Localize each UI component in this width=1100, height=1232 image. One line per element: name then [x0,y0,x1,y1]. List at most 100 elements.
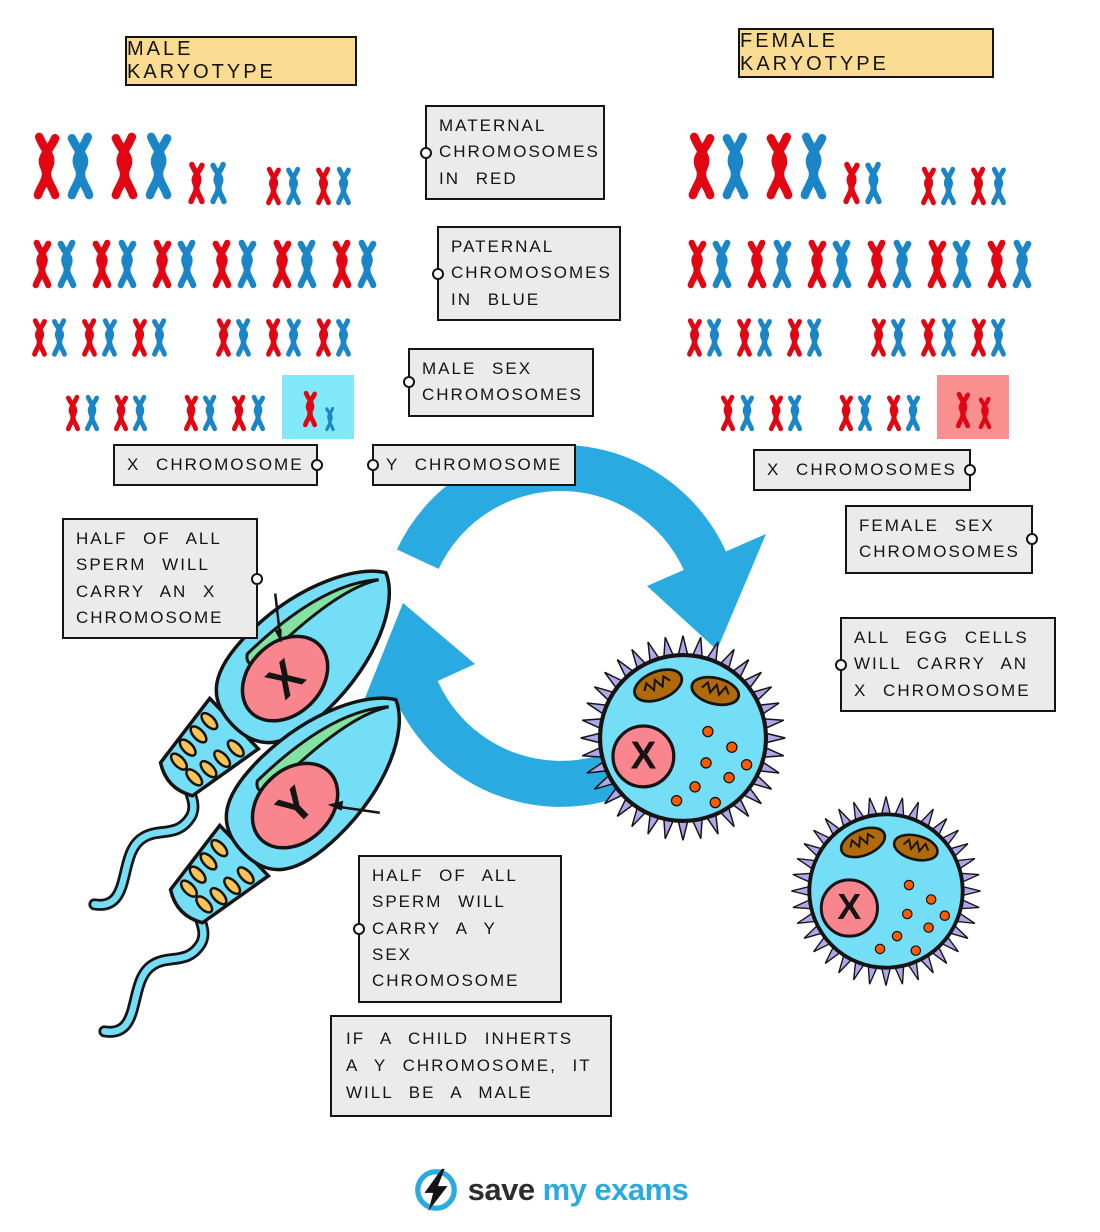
chromosome [67,132,94,200]
chromosome [857,394,873,432]
chromosome [871,318,886,357]
chromosome-pair [30,118,98,214]
chromosome [250,394,266,432]
chromosome [737,318,752,357]
tag-eyelet-icon [251,572,263,585]
chromosome-pair [837,387,875,439]
chromosome [905,394,921,432]
chromosome [113,394,129,432]
chromosome-pair [314,310,354,365]
egg-granules [670,725,753,809]
chromosome [865,161,882,205]
half-sperm-x-label: HALF OF ALL SPERM WILL CARRY AN X CHROMO… [76,529,224,628]
chromosome [336,166,351,206]
chromosome [57,239,77,289]
chromosome [286,318,301,357]
chromosome [941,166,956,206]
chromosome-pair [985,228,1035,300]
egg-cell-1: X [580,635,786,841]
female-sex-chromosomes-tag: FEMALE SEX CHROMOSOMES [845,505,1038,574]
chromosome [152,318,167,357]
chromosome-pair [685,118,753,214]
chromosome [332,239,352,289]
sperm-cell-y: Y [98,696,401,1038]
egg-nucleus [611,724,676,789]
lightning-bolt-icon [414,1168,457,1212]
chromosome [297,239,317,289]
chromosome-pair [865,228,915,300]
chromosome-pair [330,228,380,300]
logo-exams: exams [594,1172,689,1207]
chromosome-pair [150,228,200,300]
chromosome-pair [112,387,150,439]
chromosome [787,318,802,357]
chromosome-pair [925,228,975,300]
chromosome [336,318,351,357]
tag-eyelet-icon [835,658,847,671]
chromosome-pair [80,310,120,365]
chromosome [987,239,1007,289]
chromosome [891,318,906,357]
tag-eyelet-icon [403,376,415,389]
egg-mitochondrion [892,833,939,862]
chromosome [52,318,67,357]
chromosome [971,318,986,357]
paternal-chromosomes-tag: PATERNAL CHROMOSOMES IN BLUE [432,226,621,322]
chromosome [32,318,47,357]
chromosome [772,239,792,289]
male-karyotype-grid [30,118,410,439]
chromosome [941,318,956,357]
chromosome-pair [735,310,775,365]
chromosome [316,318,331,357]
chromosome [787,394,803,432]
male-karyotype-title: MALE KARYOTYPE [125,36,357,86]
chromosome [111,132,138,200]
egg-mitochondrion [690,675,741,707]
chromosome-pair [270,228,320,300]
maternal-chromosomes-label: MATERNAL CHROMOSOMES IN RED [439,116,600,188]
x-chromosomes-tag: X CHROMOSOMES [753,449,976,492]
chromosome [991,318,1006,357]
chromosome [102,318,117,357]
chromosome [768,394,784,432]
chromosome [722,132,749,200]
chromosome-pair [64,387,102,439]
half-sperm-y-label: HALF OF ALL SPERM WILL CARRY A Y SEX CHR… [372,866,520,991]
y-chromosome-tag: Y CHROMOSOME [367,444,577,487]
chromosome [177,239,197,289]
chromosome [236,318,251,357]
x-chromosome-tag: X CHROMOSOME [113,444,323,487]
egg-mitochondrion [839,826,887,859]
chromosome-pair [719,387,757,439]
chromosome-pair [108,118,176,214]
chromosome [978,396,991,430]
chromosome [720,394,736,432]
tag-eyelet-icon [353,922,365,935]
chromosome [216,318,231,357]
chromosome-pair [214,310,254,365]
chromosome [92,239,112,289]
chromosome-pair [763,118,831,214]
chromosome [687,239,707,289]
chromosome-pair [685,228,735,300]
chromosome [991,166,1006,206]
chromosome [757,318,772,357]
chromosome-pair [685,310,725,365]
egg-cell-2: X [791,796,981,986]
child-male-note: IF A CHILD INHERTS A Y CHROMOSOME, IT WI… [330,1015,612,1117]
egg-granules [874,879,951,956]
sperm-nucleus [240,634,330,723]
chromosome-pair [90,228,140,300]
chromosome [357,239,377,289]
chromosome-pair [767,387,805,439]
chromosome [952,239,972,289]
logo-save: save [467,1172,535,1207]
x-chromosomes-label: X CHROMOSOMES [767,460,957,479]
maternal-chromosomes-tag: MATERNAL CHROMOSOMES IN RED [420,105,605,201]
all-egg-cells-label: ALL EGG CELLS WILL CARRY AN X CHROMOSOME [854,628,1031,700]
chromosome-pair [785,310,825,365]
chromosome [921,166,936,206]
logo-my: my [542,1172,587,1207]
chromosome-pair [30,228,80,300]
chromosome [807,239,827,289]
